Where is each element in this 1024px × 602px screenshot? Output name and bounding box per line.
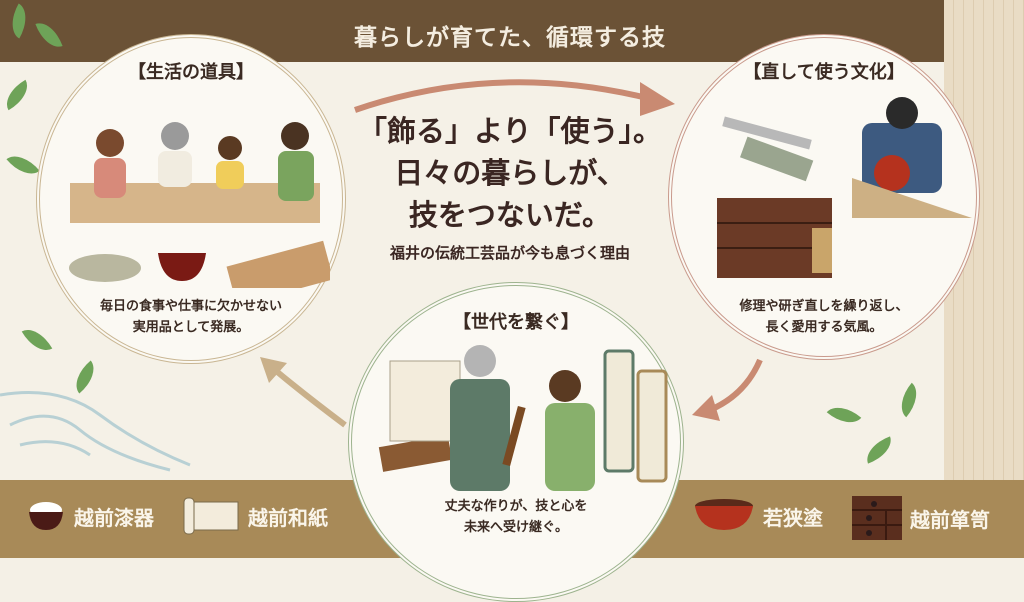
craft-echizen-lacquer: 越前漆器 — [26, 496, 154, 536]
panel-repair-culture: 【直して使う文化】 修理や研ぎ直しを繰り返し、 長く愛用する気風。 — [668, 34, 980, 360]
leaf-icon — [861, 436, 897, 464]
arrow-bottom-to-left — [260, 357, 347, 428]
leaf-icon — [892, 382, 926, 418]
panel-generations: 【世代を繋ぐ】 丈夫な作りが、技と心を 未来へ受け継ぐ。 — [348, 282, 684, 602]
paper-scroll-icon — [183, 497, 239, 535]
leaf-icon — [6, 147, 40, 183]
subtitle: 福井の伝統工芸品が今も息づく理由 — [389, 244, 630, 262]
panel-title: 【世代を繋ぐ】 — [453, 312, 579, 333]
panel-daily-tools: 【生活の道具】 毎日の食事や仕事に欠かせない 実用品として発展。 — [36, 34, 346, 364]
panel-caption: 丈夫な作りが、技と心を 未来へ受け継ぐ。 — [444, 499, 588, 535]
red-lacquer-bowl-icon — [695, 499, 753, 530]
headline: 「飾る」より「使う」。 日々の暮らしが、 技をつないだ。 — [358, 114, 662, 232]
wooden-chest-icon — [852, 496, 902, 540]
craft-echizen-paper: 越前和紙 — [182, 496, 328, 536]
panel-title: 【直して使う文化】 — [743, 62, 905, 83]
center-message: 「飾る」より「使う」。 日々の暮らしが、 技をつないだ。 福井の伝統工芸品が今も… — [340, 110, 680, 263]
page-title: 暮らしが育てた、循環する技 — [354, 25, 666, 51]
leaf-icon — [0, 79, 35, 111]
panel-title: 【生活の道具】 — [128, 62, 254, 83]
panel-caption: 修理や研ぎ直しを繰り返し、 長く愛用する気風。 — [739, 299, 909, 335]
water-wave-icon — [0, 391, 191, 472]
craft-echizen-chest: 越前箪笥 — [852, 496, 990, 540]
panel-caption: 毎日の食事や仕事に欠かせない 実用品として発展。 — [99, 299, 282, 335]
craft-wakasa-lacquer: 若狭塗 — [693, 496, 823, 536]
lacquer-rice-bowl-icon — [29, 502, 63, 530]
repair-illustration — [717, 97, 972, 278]
leaf-icon — [826, 398, 862, 432]
arrow-left-to-right — [354, 79, 675, 116]
generations-illustration — [378, 345, 668, 491]
family-meal-illustration — [69, 122, 330, 288]
arrow-right-to-bottom — [692, 358, 763, 421]
